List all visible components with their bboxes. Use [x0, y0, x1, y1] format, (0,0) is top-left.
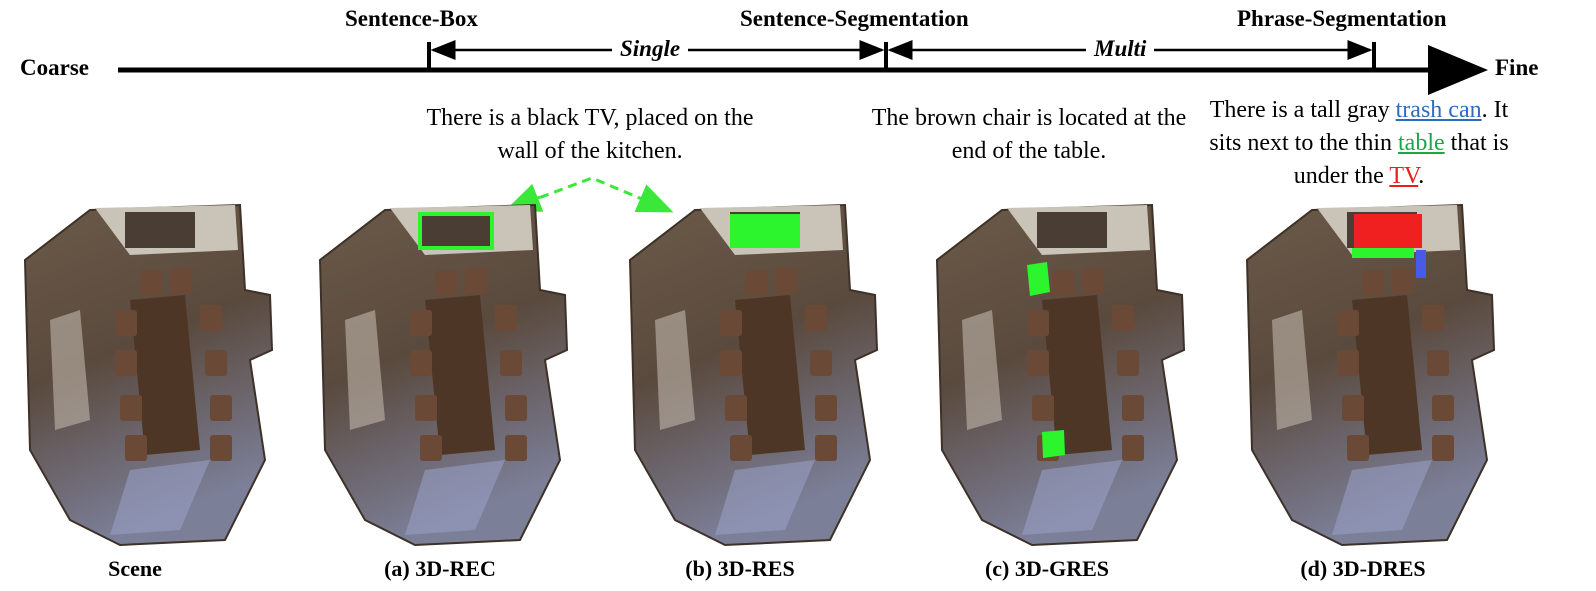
- chair: [815, 395, 837, 421]
- chair: [415, 395, 437, 421]
- dining-table: [1042, 295, 1112, 455]
- chair: [1027, 310, 1049, 336]
- chair: [730, 435, 752, 461]
- stage-phrase-segmentation: Phrase-Segmentation: [1237, 6, 1447, 31]
- stage-sentence-segmentation: Sentence-Segmentation: [740, 6, 969, 31]
- chair: [410, 310, 432, 336]
- chair: [115, 350, 137, 376]
- chair: [1082, 268, 1104, 294]
- chair: [805, 305, 827, 331]
- chair: [205, 350, 227, 376]
- chair: [1027, 350, 1049, 376]
- chair: [465, 268, 487, 294]
- chair: [775, 268, 797, 294]
- left-wall: [962, 310, 1002, 430]
- tv-screen: [420, 212, 490, 248]
- light-patch: [1332, 460, 1432, 535]
- left-wall: [345, 310, 385, 430]
- dining-table: [130, 295, 200, 455]
- caption-3d-dres: (d) 3D-DRES: [1300, 556, 1426, 581]
- chair: [505, 395, 527, 421]
- chair-mask-top: [1027, 262, 1050, 296]
- chair: [115, 310, 137, 336]
- chair: [815, 435, 837, 461]
- chair: [725, 395, 747, 421]
- caption-3d-rec: (a) 3D-REC: [384, 556, 496, 581]
- light-patch: [110, 460, 210, 535]
- scene-panel-0: [23, 203, 274, 547]
- light-patch: [405, 460, 505, 535]
- chair: [200, 305, 222, 331]
- dining-table: [735, 295, 805, 455]
- trash-can-phrase-mask: [1416, 250, 1426, 278]
- scene-panel-3: [935, 203, 1186, 547]
- left-wall: [1272, 310, 1312, 430]
- phrase-tv: TV: [1389, 163, 1419, 189]
- caption-scene: Scene: [108, 556, 162, 581]
- chair: [1362, 270, 1384, 296]
- range-multi: Multi: [1086, 36, 1155, 62]
- chair: [1342, 395, 1364, 421]
- chair: [1432, 395, 1454, 421]
- chair: [1122, 435, 1144, 461]
- tv-screen: [125, 212, 195, 248]
- chair: [210, 435, 232, 461]
- chair: [420, 435, 442, 461]
- chair: [170, 268, 192, 294]
- chair: [495, 305, 517, 331]
- chair: [720, 350, 742, 376]
- chair: [1337, 310, 1359, 336]
- fine-label: Fine: [1495, 55, 1539, 80]
- tv-mask: [730, 214, 800, 248]
- chair: [720, 310, 742, 336]
- chair: [1117, 350, 1139, 376]
- phrase-trash-can: trash can: [1395, 97, 1482, 123]
- tv-phrase-mask: [1354, 214, 1422, 248]
- caption-3d-gres: (c) 3D-GRES: [984, 556, 1110, 581]
- description-dres: There is a tall gray trash can. It sits …: [1209, 97, 1509, 189]
- stage-sentence-box: Sentence-Box: [345, 6, 478, 31]
- chair: [1112, 305, 1134, 331]
- chair: [1347, 435, 1369, 461]
- chair: [125, 435, 147, 461]
- scene-panel-4: [1245, 203, 1496, 547]
- dining-table: [425, 295, 495, 455]
- chair: [1052, 270, 1074, 296]
- chair: [410, 350, 432, 376]
- chair: [1337, 350, 1359, 376]
- chair: [210, 395, 232, 421]
- grounding-box: [418, 212, 494, 250]
- table-phrase-mask: [1352, 248, 1414, 258]
- range-single: Single: [612, 36, 689, 62]
- caption-3d-res: (b) 3D-RES: [685, 556, 795, 581]
- description-single: There is a black TV, placed on the wall …: [426, 105, 754, 164]
- light-patch: [715, 460, 815, 535]
- chair: [1432, 435, 1454, 461]
- phrase-table: table: [1398, 130, 1445, 156]
- chair: [1032, 395, 1054, 421]
- scene-panel-2: [628, 203, 879, 547]
- chair: [120, 395, 142, 421]
- left-wall: [655, 310, 695, 430]
- light-patch: [1022, 460, 1122, 535]
- chair: [1392, 268, 1414, 294]
- chair: [1422, 305, 1444, 331]
- chair: [500, 350, 522, 376]
- tv-screen: [1037, 212, 1107, 248]
- chair: [505, 435, 527, 461]
- dining-table: [1352, 295, 1422, 455]
- left-wall: [50, 310, 90, 430]
- chair-mask-bottom: [1042, 430, 1065, 458]
- chair: [810, 350, 832, 376]
- coarse-label: Coarse: [20, 55, 89, 80]
- chair: [1427, 350, 1449, 376]
- scene-panel-1: [318, 203, 569, 547]
- chair: [1122, 395, 1144, 421]
- description-gres: The brown chair is located at the end of…: [871, 105, 1187, 164]
- chair: [745, 270, 767, 296]
- chair: [435, 270, 457, 296]
- chair: [140, 270, 162, 296]
